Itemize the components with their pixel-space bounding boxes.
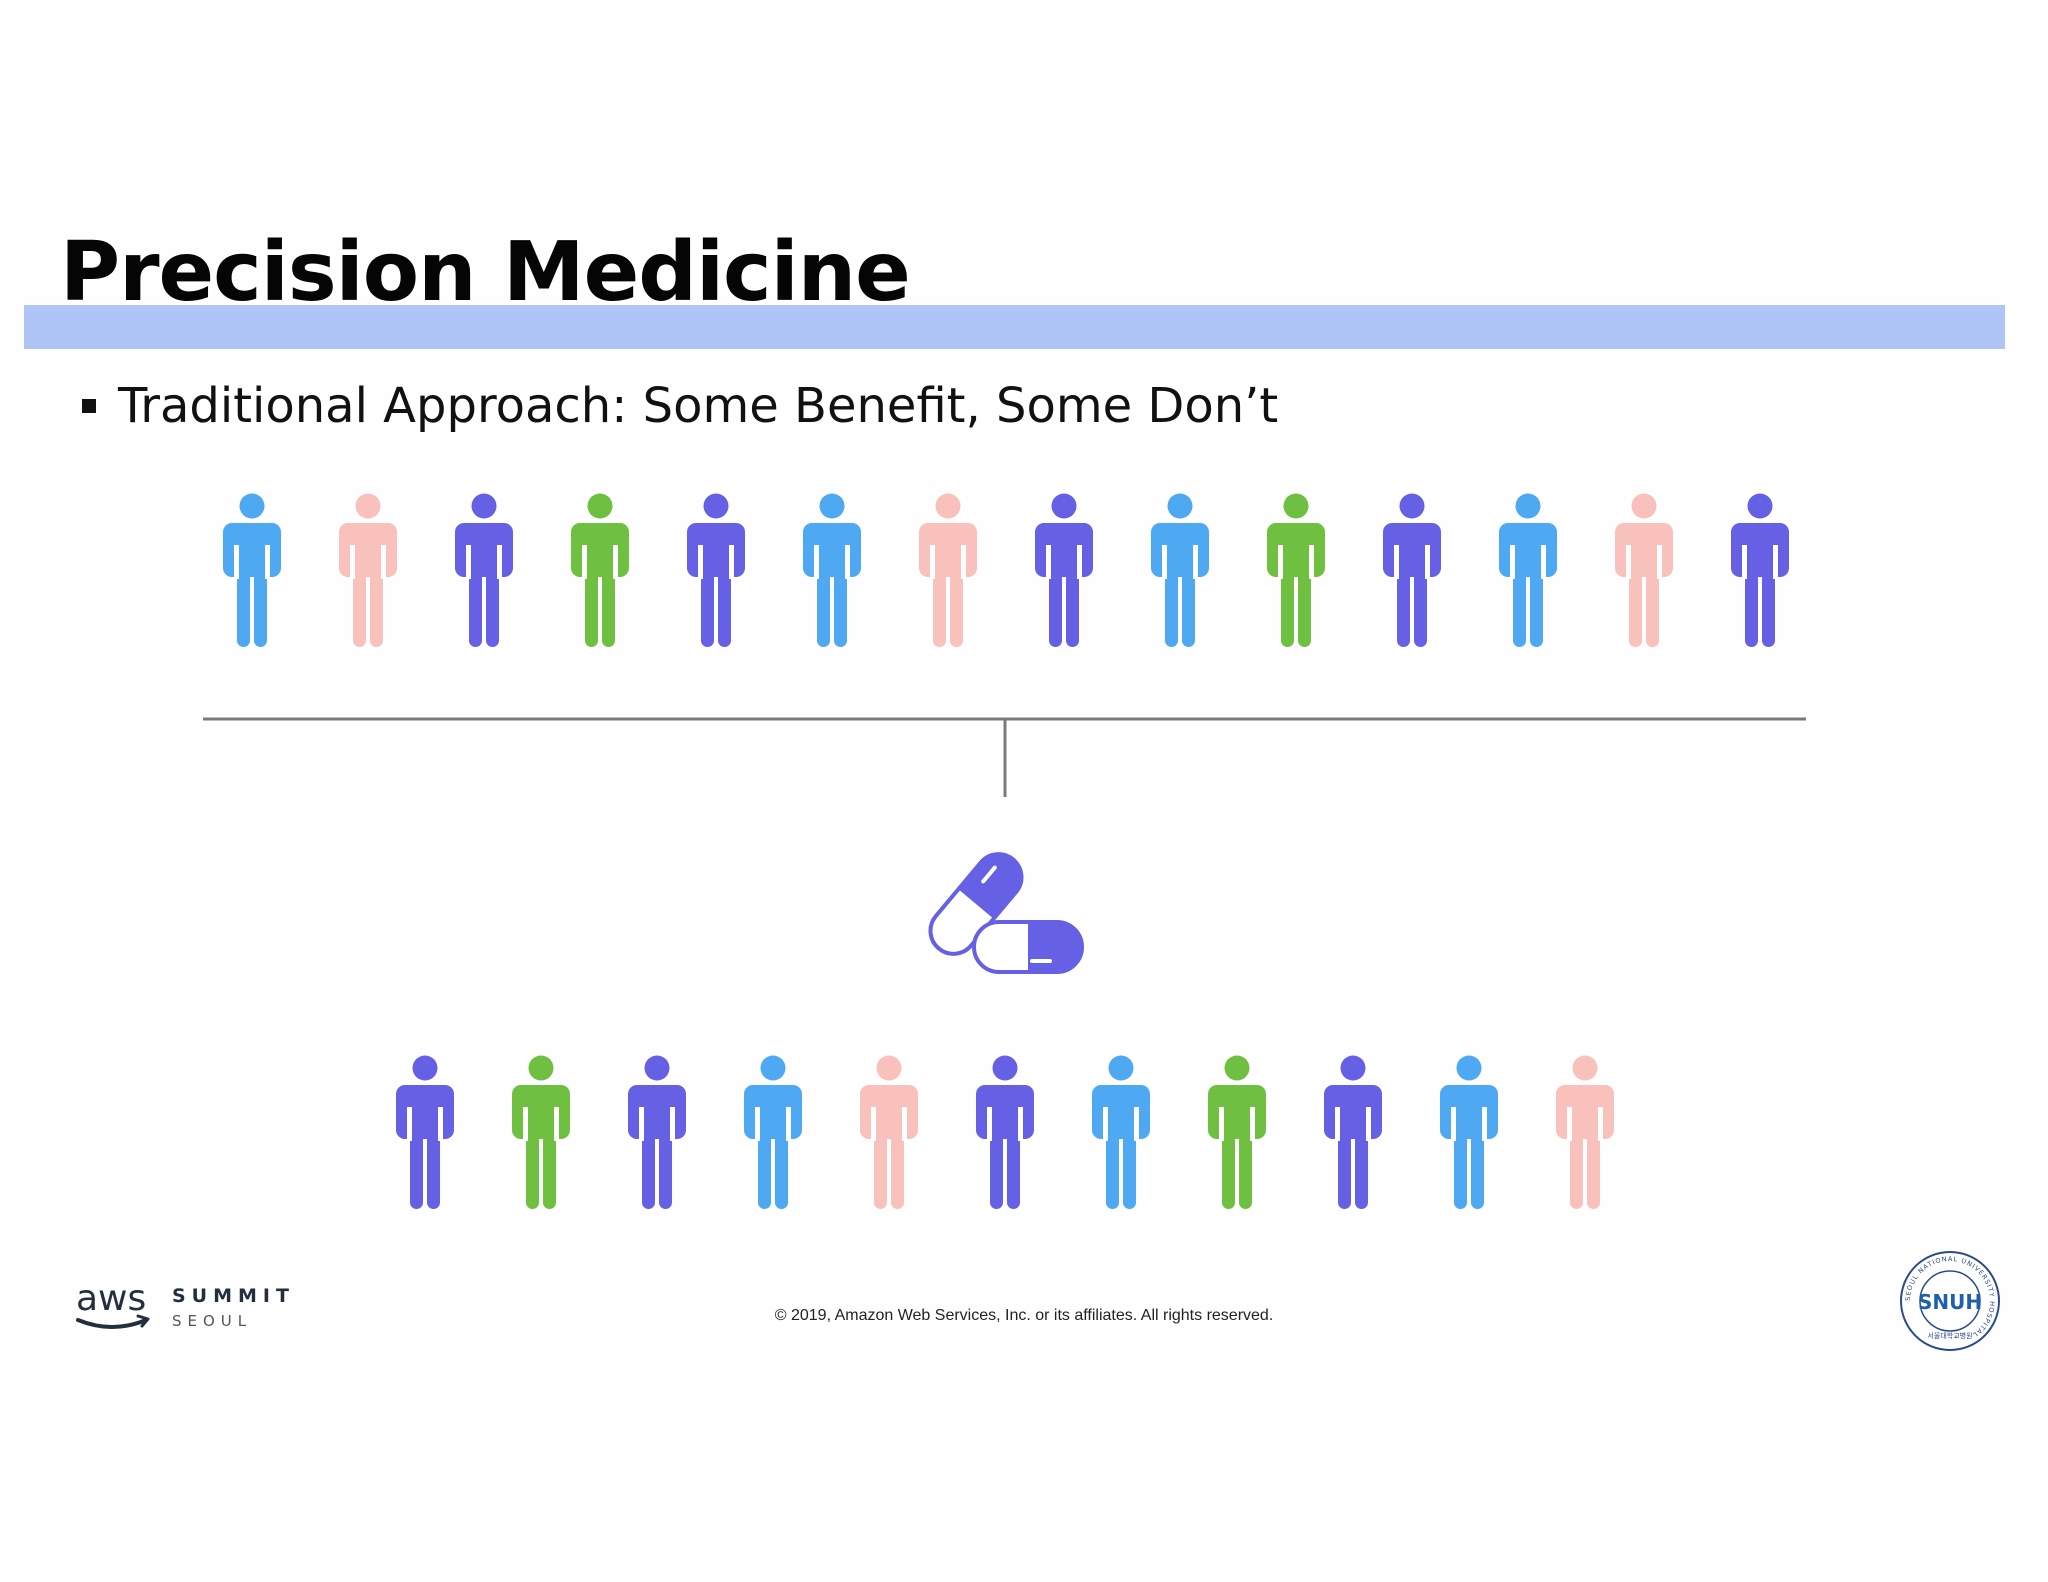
snuh-text: SNUH xyxy=(1918,1290,1982,1314)
bullet-item: Traditional Approach: Some Benefit, Some… xyxy=(82,376,1278,436)
summit-word: SUMMIT xyxy=(172,1285,295,1307)
person-icon xyxy=(1383,493,1441,647)
person-icon xyxy=(339,493,397,647)
person-icon xyxy=(1267,493,1325,647)
snuh-korean-text: 서울대학교병원 xyxy=(1927,1331,1972,1340)
aws-summit-logo: aws SUMMIT SEOUL xyxy=(76,1278,295,1330)
person-icon xyxy=(1324,1055,1382,1209)
person-icon xyxy=(744,1055,802,1209)
person-icon xyxy=(803,493,861,647)
person-icon xyxy=(919,493,977,647)
person-icon xyxy=(860,1055,918,1209)
title-highlight-bar xyxy=(24,305,2005,349)
person-icon xyxy=(976,1055,1034,1209)
person-icon xyxy=(1092,1055,1150,1209)
bullet-square-icon xyxy=(82,399,96,413)
person-icon xyxy=(1731,493,1789,647)
person-icon xyxy=(1556,1055,1614,1209)
aws-word: aws xyxy=(76,1278,146,1319)
aws-smile-icon xyxy=(76,1318,148,1329)
person-icon xyxy=(687,493,745,647)
bottom-population-row xyxy=(396,1055,1614,1209)
person-icon xyxy=(1035,493,1093,647)
snuh-hospital-seal: SEOUL NATIONAL UNIVERSITY HOSPITAL SNUH … xyxy=(1900,1251,2000,1351)
person-icon xyxy=(1615,493,1673,647)
person-icon xyxy=(628,1055,686,1209)
person-icon xyxy=(1208,1055,1266,1209)
seoul-word: SEOUL xyxy=(172,1312,252,1330)
slide-title: Precision Medicine xyxy=(60,225,911,320)
person-icon xyxy=(223,493,281,647)
person-icon xyxy=(1151,493,1209,647)
person-icon xyxy=(396,1055,454,1209)
pill-capsules-icon xyxy=(928,852,1084,974)
top-population-row xyxy=(223,493,1789,647)
person-icon xyxy=(571,493,629,647)
person-icon xyxy=(1440,1055,1498,1209)
bullet-text: Traditional Approach: Some Benefit, Some… xyxy=(118,378,1279,434)
person-icon xyxy=(1499,493,1557,647)
person-icon xyxy=(512,1055,570,1209)
copyright-notice: © 2019, Amazon Web Services, Inc. or its… xyxy=(774,1307,1274,1324)
person-icon xyxy=(455,493,513,647)
